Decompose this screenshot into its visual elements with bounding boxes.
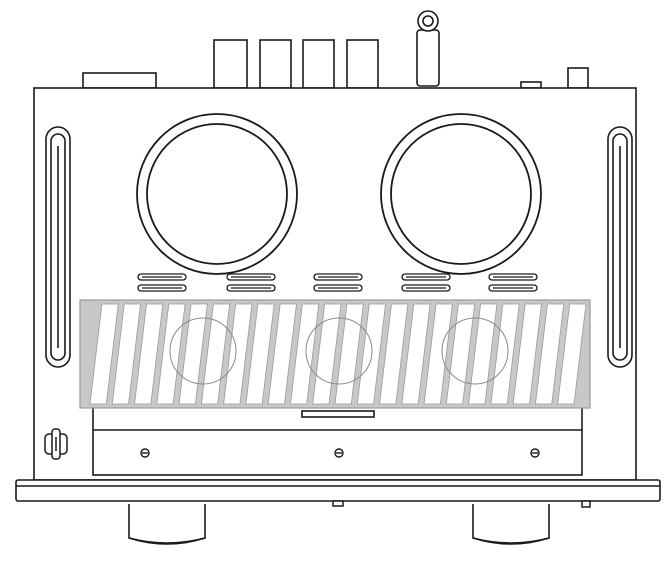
rear-connector-1 (213, 39, 248, 89)
knob-body (128, 504, 206, 545)
grill-slot (468, 303, 498, 405)
front-panel (15, 479, 661, 502)
rear-connector-3 (302, 39, 335, 89)
rear-right-tab (520, 81, 542, 89)
front-center-tab (332, 500, 344, 507)
grill-slot (379, 303, 409, 405)
rear-connector-2 (259, 39, 292, 89)
heatsink-circle (441, 317, 509, 385)
rear-connector-4 (346, 39, 379, 89)
grill-slot (535, 303, 565, 405)
grill-slot (334, 303, 364, 405)
grill-slot (89, 303, 119, 405)
grill-slot (490, 303, 520, 405)
knob-rim (128, 537, 206, 544)
rear-right-switch (567, 67, 589, 89)
knobs (128, 504, 550, 545)
grill-slot (557, 303, 587, 405)
grill-slot (423, 303, 453, 405)
grill-slot (111, 303, 141, 405)
headphone-jack-icon (44, 428, 68, 460)
heatsink-circle (305, 317, 373, 385)
knob-rim (472, 537, 550, 544)
vent-groups (137, 273, 538, 292)
transformer-inner (390, 123, 532, 265)
display-slot (301, 410, 375, 418)
grill-frame (79, 299, 591, 409)
grill-slot (512, 303, 542, 405)
grill-slot (200, 303, 231, 405)
grill-slot (290, 303, 320, 405)
transformer-inner (146, 123, 288, 265)
grill-slot (445, 303, 476, 405)
transformers (136, 113, 542, 275)
grill-slot (134, 303, 164, 405)
knob-body (472, 504, 550, 545)
lower-chassis (92, 404, 583, 476)
rear-left-block (82, 72, 157, 89)
grill-slot (245, 303, 275, 405)
antenna-post (416, 29, 440, 87)
side-handles (45, 126, 633, 368)
front-right-tab (581, 500, 591, 508)
grill (79, 299, 591, 409)
heatsink-circle (169, 317, 237, 385)
grill-slot (267, 303, 297, 405)
grill-slot (312, 303, 342, 405)
front-screws (140, 448, 540, 458)
grill-slot (401, 303, 431, 405)
grill-slot (223, 303, 253, 405)
antenna-top-inner (422, 15, 434, 27)
misc-parts (44, 428, 591, 508)
